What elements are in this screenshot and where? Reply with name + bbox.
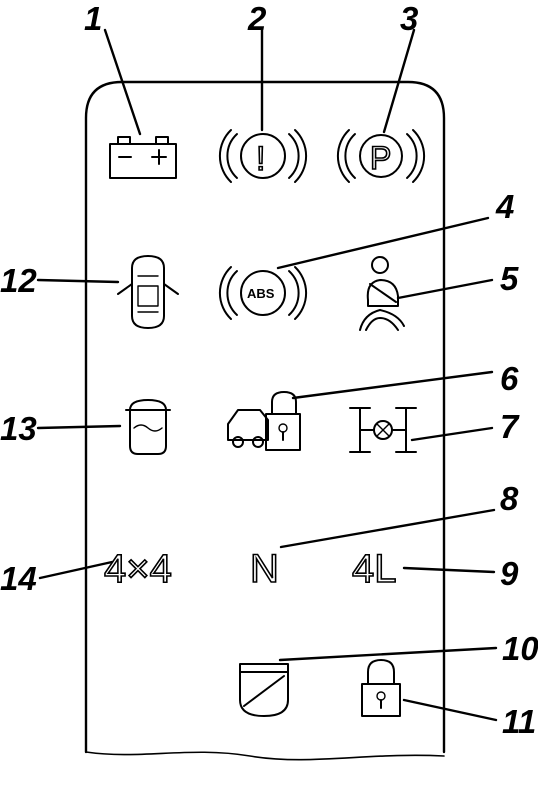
callout-number-7: 7	[500, 408, 520, 445]
callout-number-4: 4	[495, 188, 514, 225]
callout-number-10: 10	[502, 630, 538, 667]
leader-line-3	[382, 28, 416, 134]
leader-line-8	[279, 508, 496, 549]
leader-line-5	[396, 278, 494, 300]
callout-number-1: 1	[84, 0, 102, 37]
leader-line-12	[36, 278, 120, 284]
door-open-icon	[117, 255, 179, 329]
security-lock-icon	[361, 659, 401, 717]
svg-text:!: !	[256, 140, 265, 178]
parking-brake-icon: P	[336, 129, 426, 183]
coolant-level-icon	[125, 399, 171, 455]
leader-line-6	[291, 370, 494, 400]
svg-text:ABS: ABS	[247, 286, 275, 301]
4l-indicator: 4L	[351, 546, 397, 592]
differential-lock-icon	[349, 407, 417, 453]
svg-text:N: N	[250, 547, 279, 591]
callout-number-14: 14	[0, 560, 37, 597]
battery-charge-icon	[109, 136, 177, 179]
leader-line-9	[402, 566, 496, 574]
callout-number-11: 11	[502, 703, 536, 740]
svg-text:P: P	[370, 140, 391, 176]
callout-number-9: 9	[500, 555, 519, 592]
seatbelt-reminder-icon	[359, 256, 405, 331]
panel-outline	[84, 80, 446, 754]
leader-line-4	[276, 216, 490, 270]
brake-pad-wear-icon	[239, 663, 289, 717]
leader-line-13	[36, 424, 122, 430]
leader-line-7	[410, 426, 494, 442]
leader-line-14	[38, 560, 114, 580]
panel-bottom-break	[85, 751, 445, 761]
neutral-indicator: N	[249, 546, 279, 592]
callout-number-12: 12	[0, 262, 37, 299]
anti-theft-lock-icon	[227, 391, 301, 451]
leader-line-1	[103, 28, 142, 136]
callout-number-6: 6	[500, 360, 519, 397]
svg-text:4L: 4L	[352, 547, 397, 591]
leader-line-11	[402, 698, 498, 722]
callout-number-8: 8	[500, 480, 519, 517]
callout-number-2: 2	[247, 0, 267, 37]
abs-warning-icon: ABS	[218, 266, 308, 320]
callout-number-3: 3	[400, 0, 418, 37]
callout-number-5: 5	[500, 260, 519, 297]
brake-system-warning-icon: !	[218, 129, 308, 183]
callout-number-13: 13	[0, 410, 37, 447]
4x4-indicator: 4×4	[103, 546, 172, 592]
svg-text:4×4: 4×4	[104, 547, 172, 591]
leader-line-10	[278, 646, 498, 662]
